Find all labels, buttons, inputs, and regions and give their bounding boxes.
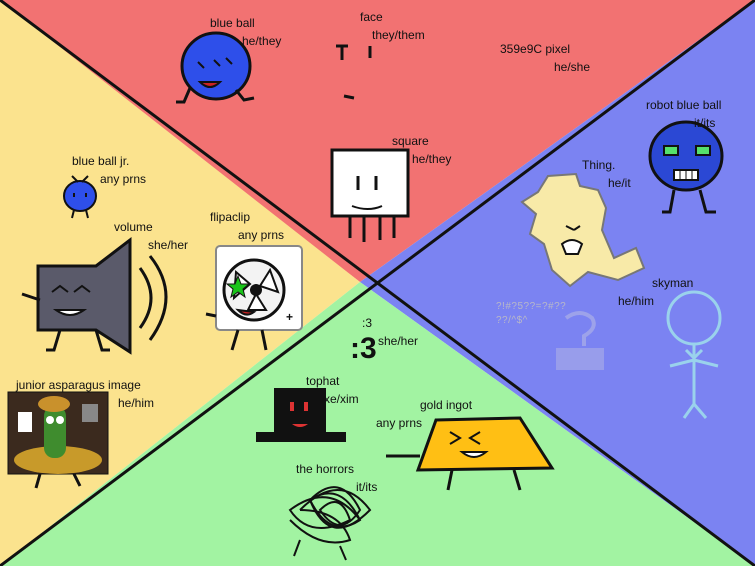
square-pronouns: he/they: [412, 152, 452, 166]
blue-ball-jr-figure: [63, 175, 97, 219]
horrors-pronouns: it/its: [356, 480, 378, 494]
bottom-quadrant: [0, 282, 755, 566]
blue-ball-name: blue ball: [210, 16, 255, 30]
glitch-figure: [556, 311, 604, 370]
thing-figure: [520, 172, 646, 288]
cat-face: :3: [350, 332, 377, 365]
horrors-name: the horrors: [296, 462, 355, 476]
blue-ball-pronouns: he/they: [242, 34, 282, 48]
volume-name: volume: [114, 220, 153, 234]
skyman-figure: [666, 290, 722, 419]
square-figure: [330, 148, 410, 242]
glitch-text-2: ??/^$^: [496, 315, 528, 326]
tophat-name: tophat: [306, 374, 340, 388]
face-name: face: [360, 10, 383, 24]
skyman-name: skyman: [652, 276, 694, 290]
star-icon: [225, 274, 251, 299]
flipaclip-name: flipaclip: [210, 210, 251, 224]
blue-ball-jr-name: blue ball jr.: [72, 154, 130, 168]
blue-ball-figure: [176, 31, 255, 104]
pixel-name: 359e9C pixel: [500, 42, 571, 56]
skyman-pronouns: he/him: [618, 294, 655, 308]
glitch-text-1: ?!#?5??=?#??: [496, 301, 567, 312]
plus-icon: +: [286, 310, 294, 324]
face-pronouns: they/them: [372, 28, 425, 42]
robot-name: robot blue ball: [646, 98, 722, 112]
thing-name: Thing.: [582, 158, 616, 172]
gold-ingot-pronouns: any prns: [376, 416, 423, 430]
junior-name: junior asparagus image: [16, 378, 141, 392]
gold-ingot-name: gold ingot: [420, 398, 473, 412]
cat-pronouns: she/her: [378, 334, 419, 348]
blue-ball-jr-pronouns: any prns: [100, 172, 147, 186]
pixel-pronouns: he/she: [554, 60, 591, 74]
volume-figure: [21, 236, 168, 355]
junior-pronouns: he/him: [118, 396, 155, 410]
tophat-pronouns: xe/xim: [324, 392, 359, 406]
flipaclip-pronouns: any prns: [238, 228, 285, 242]
robot-blue-ball-figure: [648, 120, 724, 214]
flipaclip-figure: [205, 245, 303, 351]
square-name: square: [392, 134, 429, 148]
cat-name: :3: [362, 316, 373, 330]
gold-ingot-figure: [386, 416, 555, 491]
the-horrors-figure: [288, 486, 372, 561]
volume-pronouns: she/her: [148, 238, 189, 252]
thing-pronouns: he/it: [608, 176, 631, 190]
face-figure: [336, 44, 372, 100]
tophat-figure: [256, 388, 346, 442]
junior-asparagus-figure: [7, 391, 109, 489]
robot-pronouns: it/its: [694, 116, 716, 130]
